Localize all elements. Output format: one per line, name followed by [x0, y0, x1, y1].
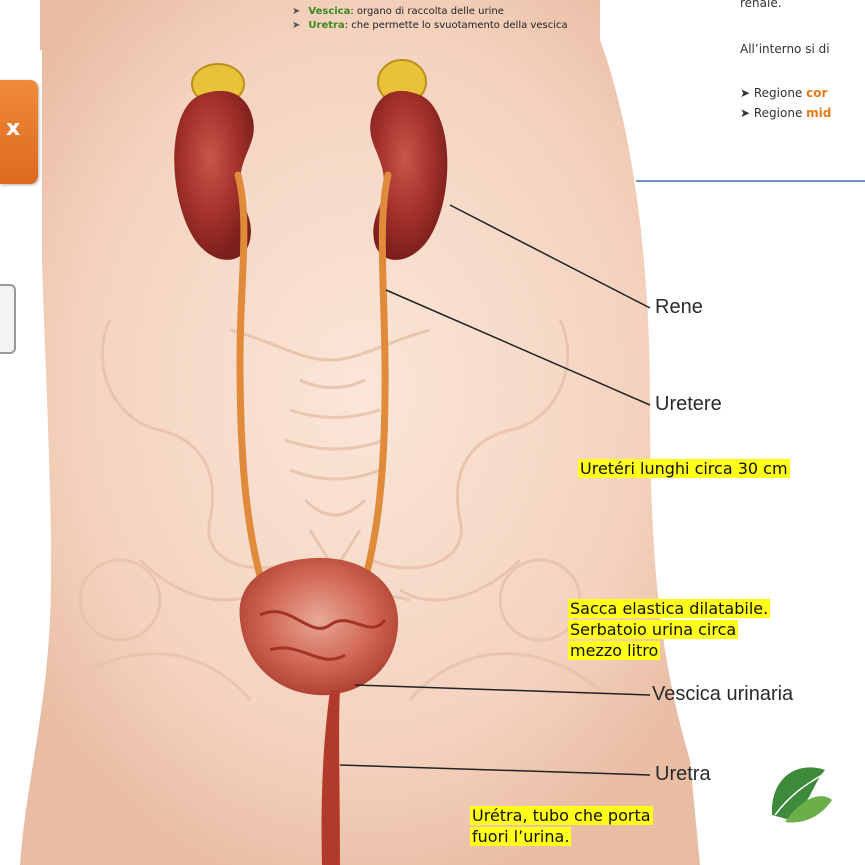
- right-bullet-highlight: mid: [806, 106, 831, 120]
- right-bullet-prefix: Regione: [754, 106, 806, 120]
- label-vescica-urinaria: Vescica urinaria: [652, 683, 793, 706]
- note-text: Urétra, tubo che porta: [470, 806, 653, 825]
- right-text-line: All’interno si di: [740, 42, 830, 56]
- note-text: mezzo litro: [568, 641, 660, 660]
- arrow-bullet-icon: ➤: [292, 6, 300, 17]
- bullet-text: : che permette lo svuotamento della vesc…: [345, 20, 568, 31]
- note-text: Serbatoio urina circa: [568, 620, 738, 639]
- note-text: Sacca elastica dilatabile.: [568, 599, 770, 618]
- bullet-uretra: ➤ Uretra: che permette lo svuotamento del…: [292, 19, 568, 33]
- right-bullet-prefix: Regione: [754, 86, 806, 100]
- bullet-term: Uretra: [308, 20, 344, 31]
- arrow-bullet-icon: ➤: [292, 20, 300, 31]
- label-rene: Rene: [655, 296, 703, 319]
- arrow-bullet-icon: ➤: [740, 106, 754, 120]
- bullet-text: : organo di raccolta delle urine: [350, 6, 503, 17]
- top-bullet-list: ➤ Vescica: organo di raccolta delle urine…: [292, 5, 568, 33]
- bullet-vescica: ➤ Vescica: organo di raccolta delle urine: [292, 5, 568, 19]
- right-text-line: renale.: [740, 0, 782, 10]
- note-text: fuori l’urina.: [470, 827, 571, 846]
- right-bullet-2: ➤ Regione mid: [740, 106, 831, 120]
- close-button[interactable]: x: [0, 80, 38, 184]
- leaf-logo-icon: [766, 761, 834, 829]
- torso-silhouette: [20, 0, 700, 865]
- bullet-term: Vescica: [308, 6, 350, 17]
- right-bullet-highlight: cor: [806, 86, 827, 100]
- side-toggle-button[interactable]: [0, 284, 16, 354]
- label-uretere: Uretere: [655, 393, 722, 416]
- arrow-bullet-icon: ➤: [740, 86, 754, 100]
- label-uretra: Uretra: [655, 763, 711, 786]
- note-uretra: Urétra, tubo che porta fuori l’urina.: [470, 805, 653, 847]
- note-text: Uretéri lunghi circa 30 cm: [578, 459, 790, 478]
- note-sacca: Sacca elastica dilatabile. Serbatoio uri…: [568, 598, 770, 661]
- note-ureteri: Uretéri lunghi circa 30 cm: [578, 458, 790, 479]
- right-bullet-1: ➤ Regione cor: [740, 86, 827, 100]
